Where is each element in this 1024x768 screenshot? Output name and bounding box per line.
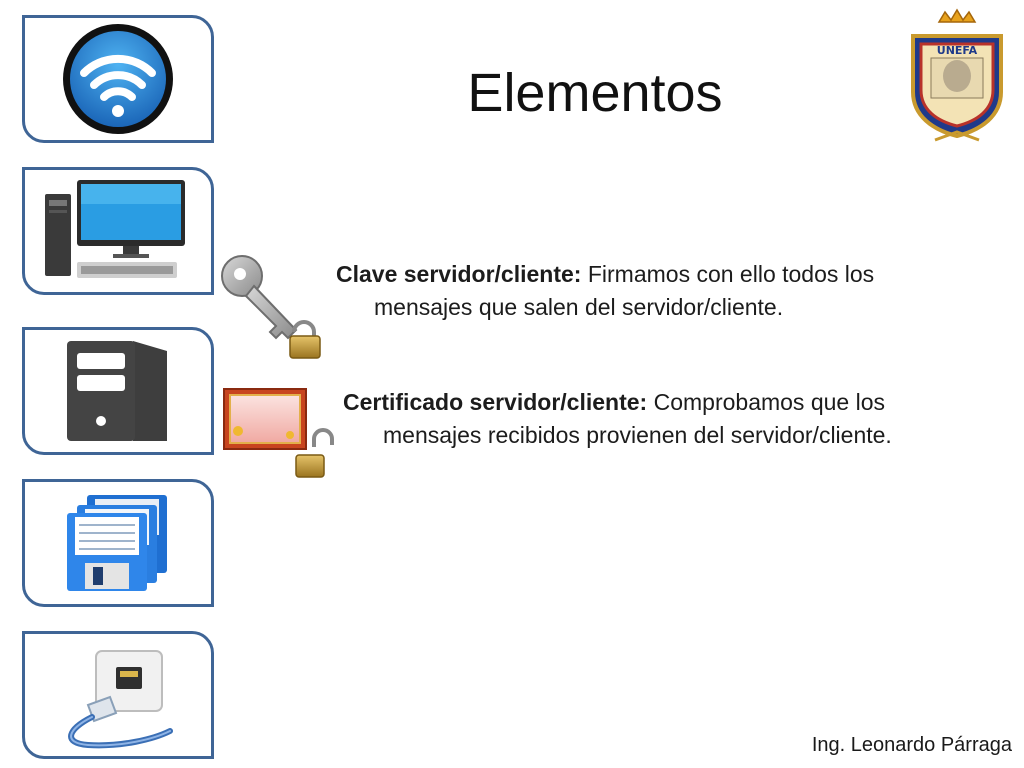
network-cable-card [22,631,214,759]
slide-title: Elementos [467,63,723,123]
bullet-certificado-term: Certificado servidor/cliente: [343,389,648,415]
author-footer: Ing. Leonardo Párraga [811,734,1012,756]
wifi-card [22,15,214,143]
university-crest-logo: UNEFA [911,8,1003,142]
bullet-clave: Clave servidor/cliente: Firmamos con ell… [336,258,976,324]
server-card [22,327,214,455]
floppy-disks-icon [67,495,167,591]
bullet-certificado-text: Comprobamos que los [647,389,885,415]
bullet-clave-text: Firmamos con ello todos los [581,261,875,287]
certificate-lock-icon [223,388,334,478]
bullet-certificado: Certificado servidor/cliente: Comprobamo… [343,386,1003,452]
bullet-certificado-text-line2: mensajes recibidos provienen del servido… [383,422,892,448]
bullet-clave-text-line2: mensajes que salen del servidor/cliente. [374,294,784,320]
floppy-disks-card [22,479,214,607]
wifi-icon [63,24,173,134]
server-icon [67,341,167,441]
bullet-clave-term: Clave servidor/cliente: [336,261,582,287]
desktop-computer-card [22,167,214,295]
logo-text: UNEFA [937,44,978,57]
network-cable-icon [68,650,173,749]
desktop-computer-icon [45,180,185,278]
key-lock-icon [221,255,321,359]
